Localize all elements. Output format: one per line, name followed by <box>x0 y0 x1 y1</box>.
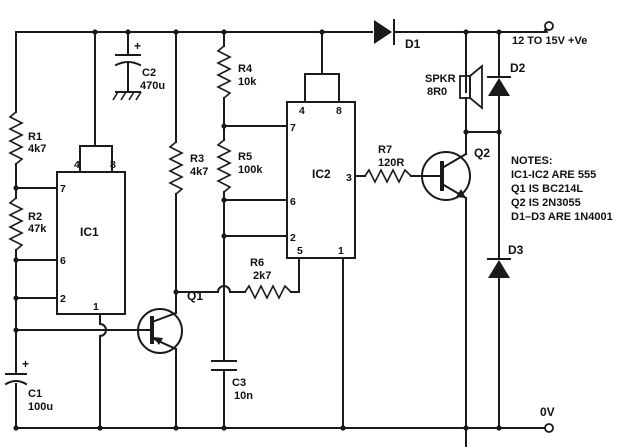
ic2-pin2: 2 <box>290 232 296 244</box>
d3-ref: D3 <box>508 243 524 257</box>
capacitor-c1 <box>4 373 28 429</box>
diode-d1 <box>374 19 395 45</box>
ic2-ref: IC2 <box>312 167 331 181</box>
capacitor-c3 <box>211 360 237 429</box>
ic1-ref: IC1 <box>80 225 99 239</box>
c2-ref: C2 <box>142 67 156 79</box>
diode-d3 <box>487 258 511 278</box>
notes-line: Q1 IS BC214L <box>511 183 583 195</box>
c2-polarity: + <box>134 39 141 53</box>
resistor-r4 <box>216 45 232 99</box>
positive-rail <box>15 31 546 113</box>
resistor-r3 <box>168 141 184 195</box>
resistor-r6 <box>244 284 292 300</box>
r7-value: 120R <box>378 157 404 169</box>
ic2-pin1: 1 <box>338 245 344 257</box>
r2-value: 47k <box>28 223 47 235</box>
c3-ref: C3 <box>232 377 246 389</box>
resistor-r7 <box>364 168 412 184</box>
c1-polarity: + <box>22 357 29 371</box>
ic1-pin4: 4 <box>74 159 80 171</box>
c2-value: 470u <box>140 80 165 92</box>
notes-title: NOTES: <box>511 155 553 167</box>
r3-value: 4k7 <box>190 166 208 178</box>
speaker-icon <box>459 64 483 110</box>
ic1-pin2: 2 <box>60 293 66 305</box>
notes-line: D1–D3 ARE 1N4001 <box>511 211 613 223</box>
r4-value: 10k <box>238 76 257 88</box>
r5-ref: R5 <box>238 151 252 163</box>
ic2-pin3: 3 <box>346 172 352 184</box>
resistor-r1 <box>8 111 24 165</box>
r6-value: 2k7 <box>253 270 271 282</box>
transistor-q2 <box>421 131 471 447</box>
chassis-ground-symbol <box>112 91 142 101</box>
r2-ref: R2 <box>28 211 42 223</box>
c1-ref: C1 <box>28 388 42 400</box>
q2-ref: Q2 <box>474 146 490 160</box>
r6-ref: R6 <box>250 257 264 269</box>
diode-d2 <box>487 76 511 96</box>
ic2-pin8: 8 <box>336 105 342 117</box>
r3-ref: R3 <box>190 153 204 165</box>
ic1-chip <box>56 171 126 315</box>
ic2-pin7: 7 <box>290 122 296 134</box>
r4-ref: R4 <box>238 63 253 75</box>
transistor-q1 <box>137 308 183 429</box>
ic2-pin6: 6 <box>290 196 296 208</box>
notes-line: Q2 IS 2N3055 <box>511 197 581 209</box>
spkr-ref: SPKR <box>425 73 456 85</box>
spkr-value: 8R0 <box>427 86 447 98</box>
ic1-pin6: 6 <box>60 255 66 267</box>
notes-line: IC1-IC2 ARE 555 <box>511 169 596 181</box>
ic1-pin7: 7 <box>60 183 66 195</box>
capacitor-c2 <box>114 54 142 93</box>
ground-label: 0V <box>540 405 555 419</box>
ic2-pin5: 5 <box>297 245 303 257</box>
resistor-r2 <box>8 197 24 251</box>
ground-terminal <box>544 423 554 433</box>
r1-ref: R1 <box>28 131 42 143</box>
c3-value: 10n <box>234 390 253 402</box>
positive-terminal <box>544 21 554 31</box>
r7-ref: R7 <box>378 144 392 156</box>
d2-ref: D2 <box>510 61 526 75</box>
resistor-r5 <box>216 139 232 193</box>
ic2-pin4: 4 <box>299 105 305 117</box>
d1-ref: D1 <box>405 37 421 51</box>
r5-value: 100k <box>238 164 263 176</box>
c1-value: 100u <box>28 401 53 413</box>
ic1-pin1: 1 <box>93 301 99 313</box>
ic2-chip <box>286 101 356 259</box>
notes-block: NOTES: IC1-IC2 ARE 555 Q1 IS BC214L Q2 I… <box>511 155 613 223</box>
r1-value: 4k7 <box>28 143 46 155</box>
supply-label: 12 TO 15V +Ve <box>512 35 587 47</box>
